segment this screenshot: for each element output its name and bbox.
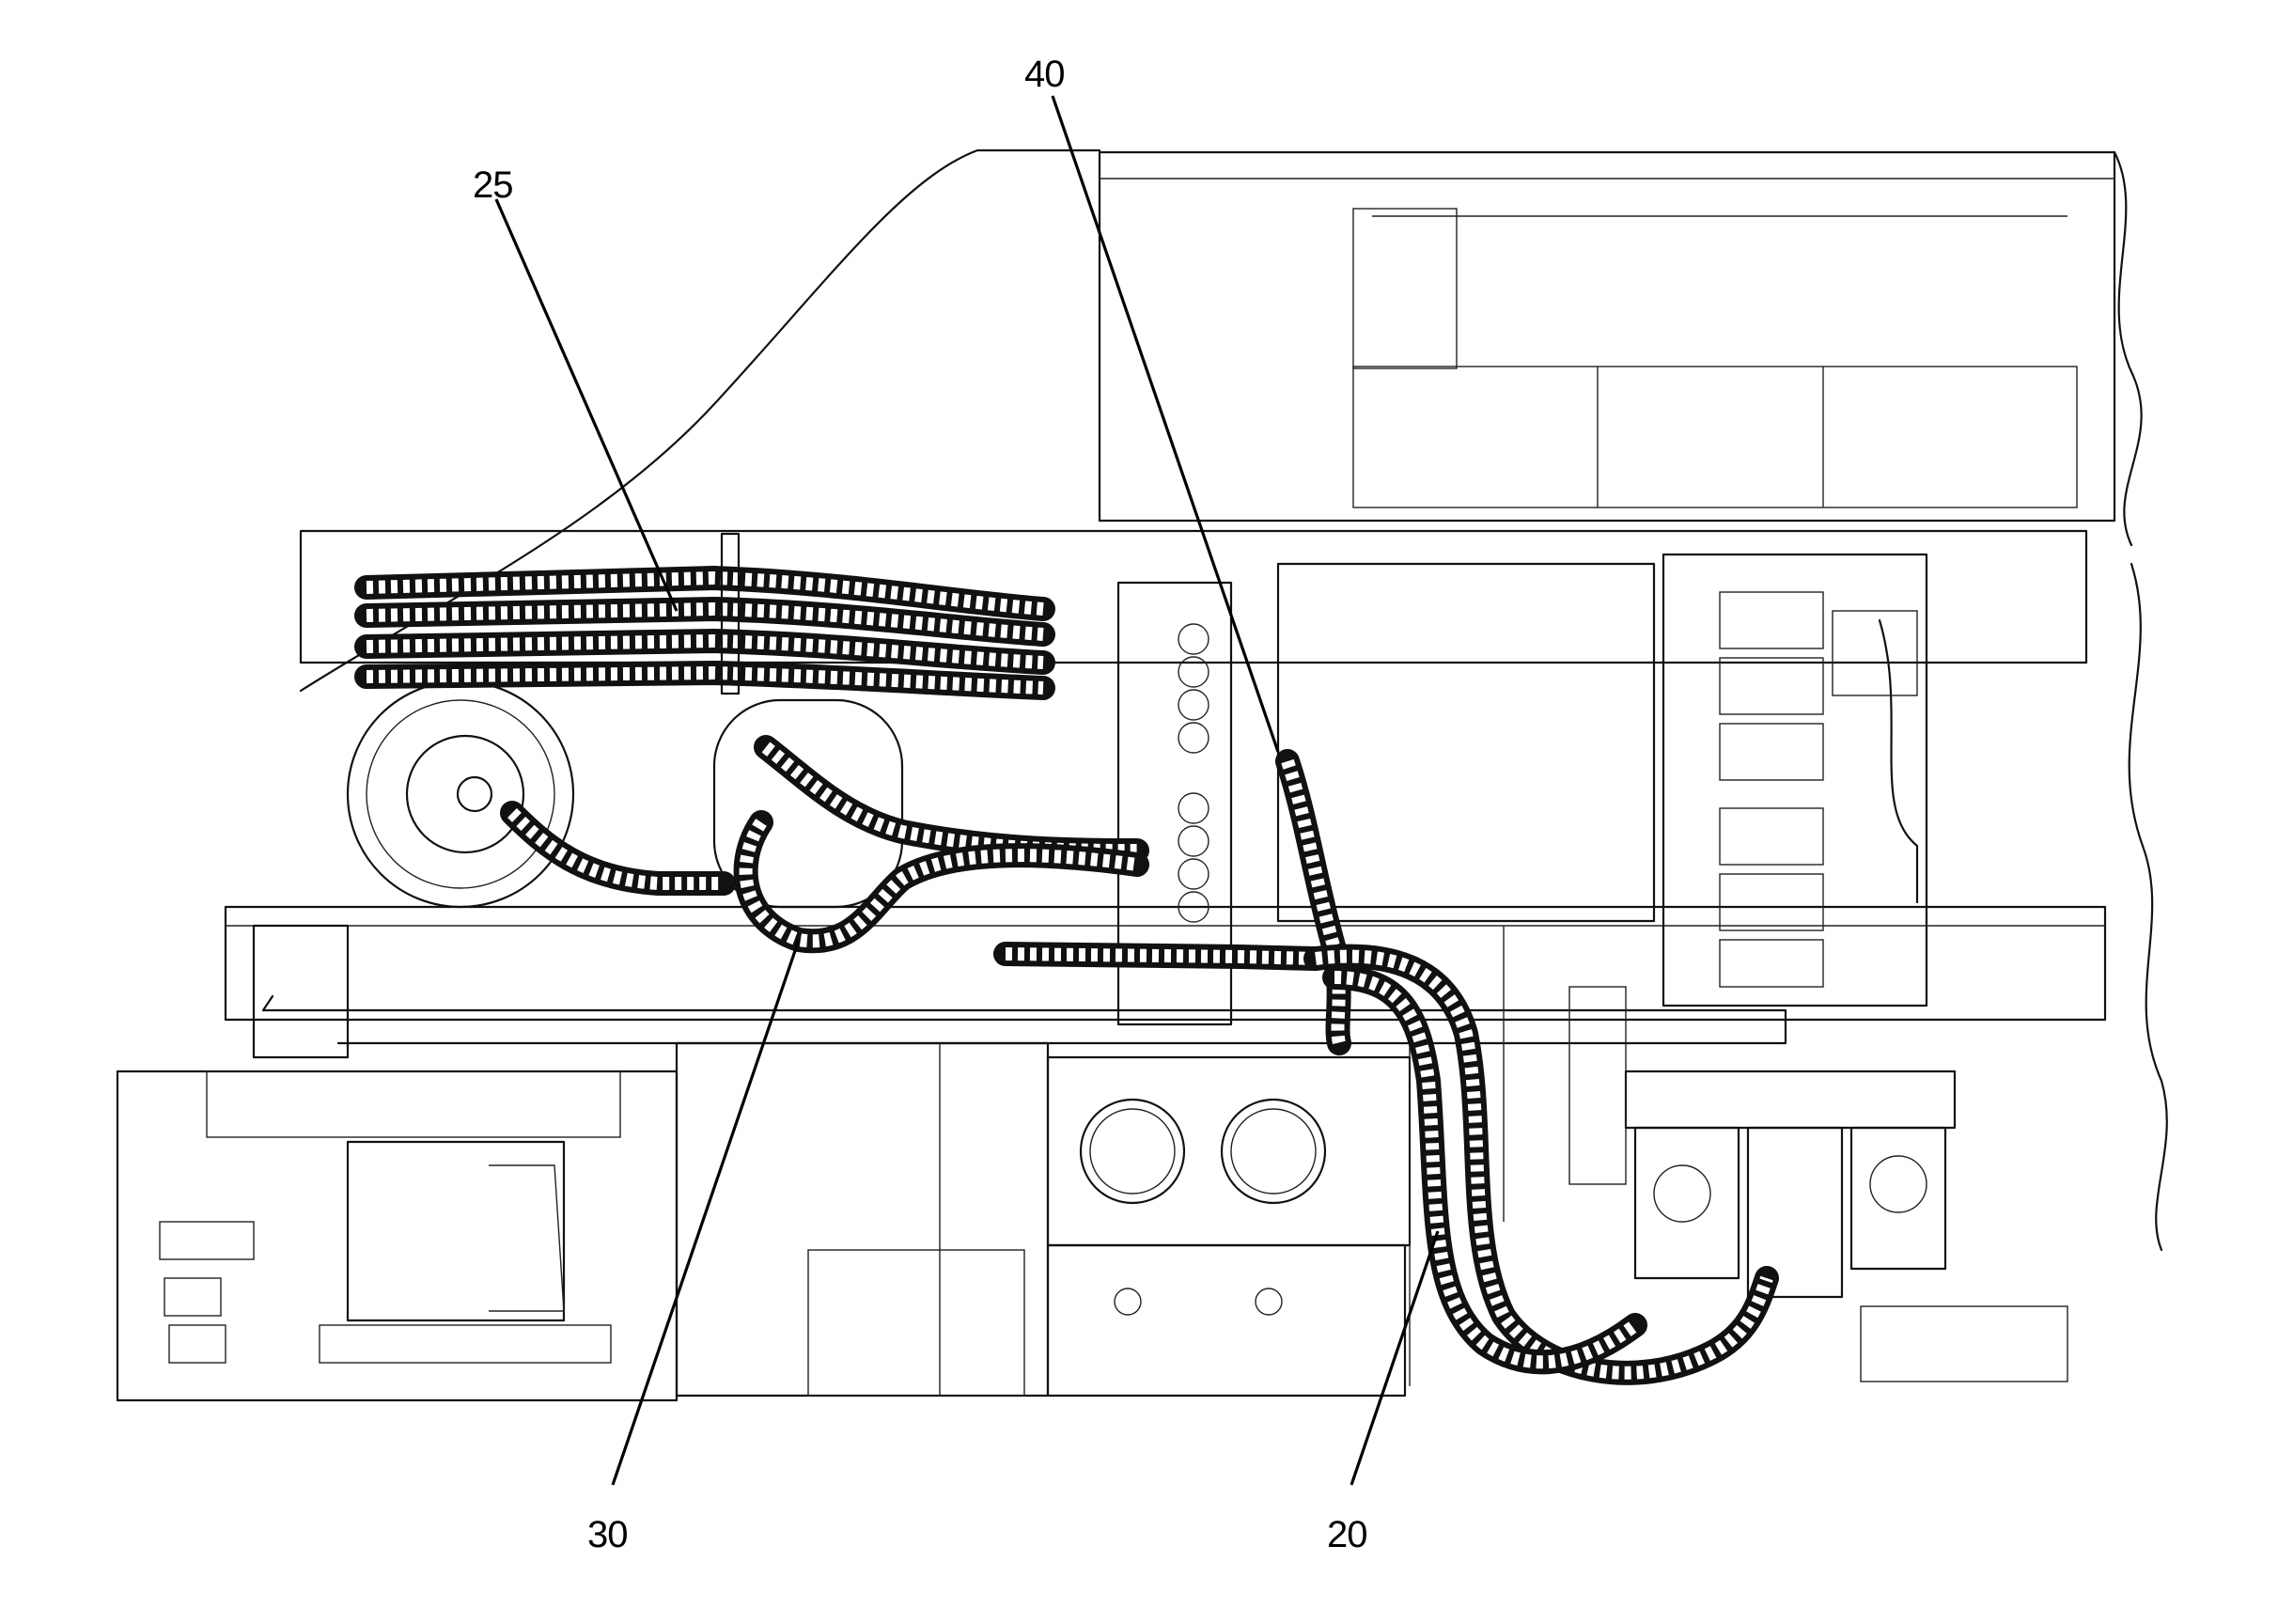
hoses (354, 532, 1779, 1385)
callouts: 25 40 30 20 (473, 54, 1368, 1555)
machine-frame (116, 148, 2168, 1402)
callout-30: 30 (587, 1514, 628, 1555)
hose-20 (1303, 944, 1779, 1385)
callout-40: 40 (1024, 54, 1065, 95)
callout-20: 20 (1327, 1514, 1367, 1555)
hose-loop-30 (733, 735, 1149, 954)
leader-20 (1350, 1230, 1440, 1486)
leader-30 (611, 939, 801, 1486)
hose-bundle-25 (354, 532, 1055, 700)
hose-40 (1275, 749, 1351, 1055)
callout-25: 25 (473, 164, 513, 206)
leader-lines (494, 95, 1440, 1486)
leader-40 (1051, 95, 1280, 753)
leader-25 (494, 198, 679, 612)
